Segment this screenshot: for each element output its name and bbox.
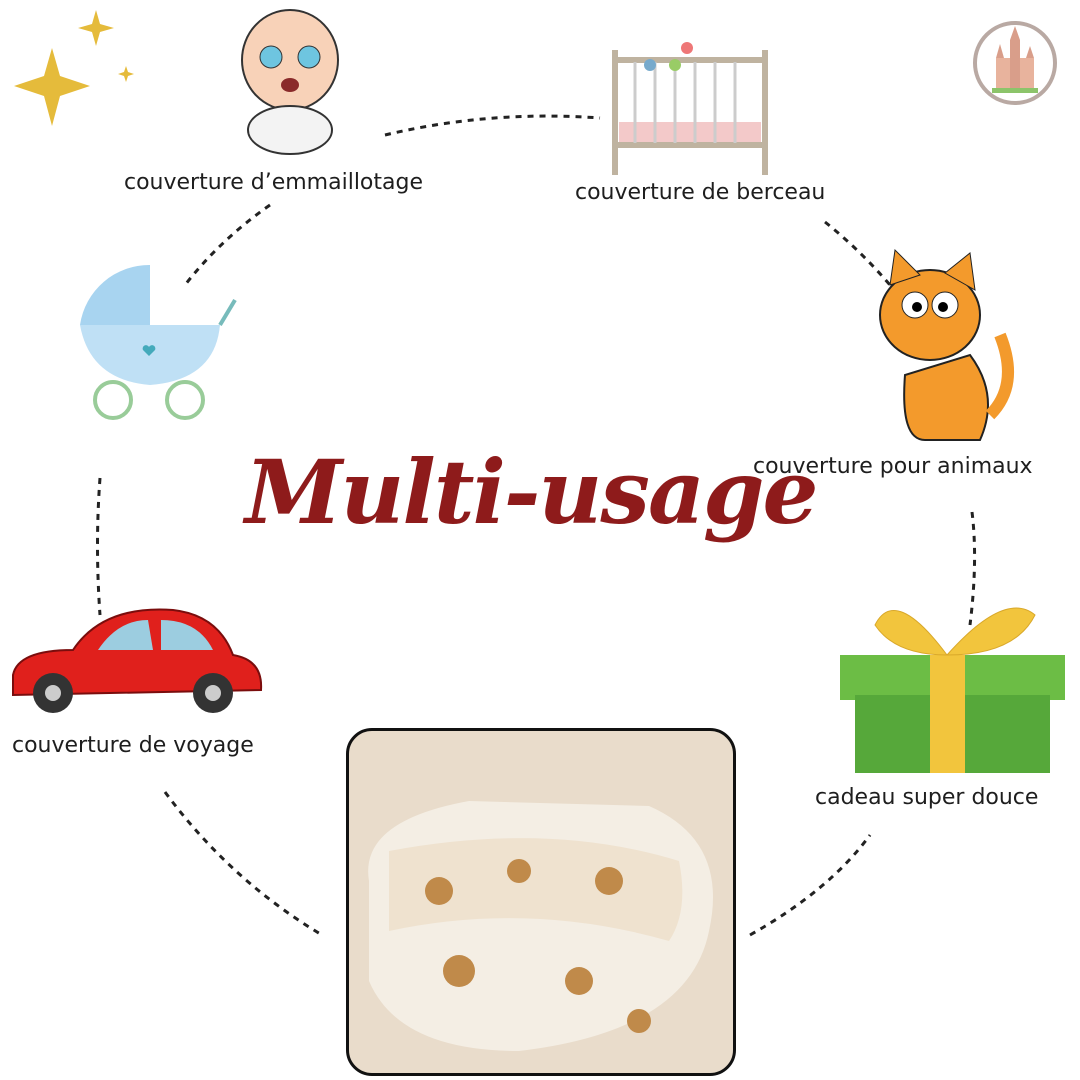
sparkle-stars-icon [14, 10, 134, 126]
use-label-travel: couverture de voyage [12, 733, 254, 758]
blanket-image [368, 801, 713, 1051]
cat-icon [879, 248, 1014, 441]
use-label-pet: couverture pour animaux [753, 454, 1033, 479]
baby-icon [241, 9, 339, 155]
use-label-swaddle: couverture d’emmaillotage [124, 170, 423, 195]
stroller-icon [80, 264, 237, 420]
car-icon [12, 608, 263, 713]
use-label-gift: cadeau super douce [815, 785, 1039, 810]
castle-logo-icon [973, 21, 1057, 105]
crib-icon [612, 42, 768, 175]
gift-icon [840, 607, 1065, 773]
page-title: Multi-usage [245, 440, 818, 544]
use-label-crib: couverture de berceau [575, 180, 826, 205]
blanket-product-photo [346, 728, 736, 1076]
